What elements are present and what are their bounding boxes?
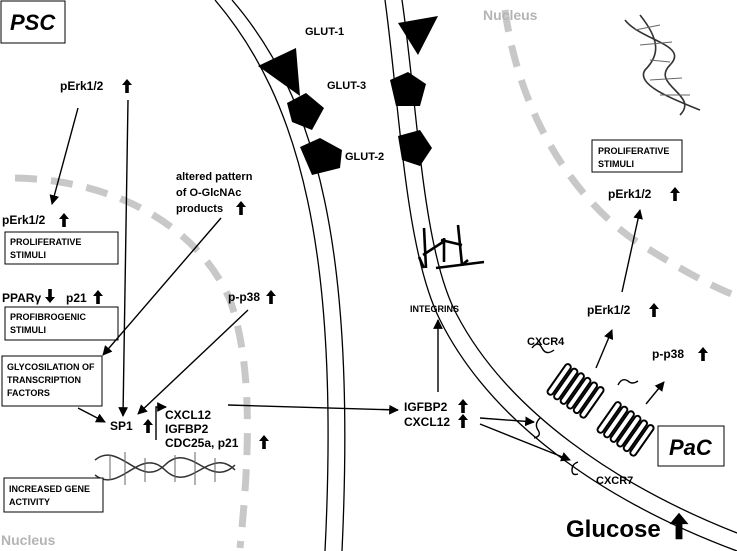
sp1-transcription-arrow (155, 402, 167, 440)
psc-label: PSC (10, 10, 56, 35)
pac-membrane (384, 0, 737, 551)
glcnac-line3: products (176, 203, 223, 215)
up-arrow-icon (458, 399, 468, 413)
pac-nucleus-label: Nucleus (483, 7, 538, 23)
pac-glut2-transporter-icon (398, 130, 432, 166)
pac-cxcl12: CXCL12 (404, 415, 450, 429)
up-arrow-icon (143, 419, 153, 433)
psc-glyco-box (1, 355, 103, 407)
cxcr7-n-terminus (617, 378, 639, 386)
pac-prolif-box (591, 139, 683, 173)
glut3-label: GLUT-3 (327, 80, 366, 92)
up-arrow-icon (649, 303, 659, 317)
up-arrow-icon (259, 435, 269, 449)
psc-glyco-line1: GLYCOSILATION OF (7, 362, 95, 372)
integrin-icon (417, 224, 485, 270)
glut1-transporter-icon (258, 48, 300, 96)
cxcr4-n-terminus (531, 343, 555, 354)
arrow-glyco-to-sp1 (77, 407, 106, 423)
glut2-label: GLUT-2 (345, 151, 384, 163)
cxcr4-c-terminus (533, 417, 541, 439)
psc-profib-box (4, 306, 119, 341)
psc-perk-nuc: pErk1/2 (2, 213, 46, 227)
psc-perk-top: pErk1/2 (60, 79, 104, 93)
up-arrow-icon (122, 79, 132, 93)
psc-label-box (0, 0, 66, 44)
psc-gene-line2: ACTIVITY (9, 497, 50, 507)
down-arrow-icon (45, 289, 55, 303)
psc-gene-box (3, 477, 104, 513)
glucose-label: Glucose (566, 516, 661, 543)
glucose-up-arrow-icon (669, 512, 689, 540)
up-arrow-icon (236, 201, 246, 215)
arrow-perk-to-nuclear-perk (49, 107, 79, 205)
sp1-label: SP1 (110, 419, 133, 433)
pac-nucleus-envelope (501, 9, 737, 300)
psc-nucleus-label: Nucleus (1, 532, 56, 548)
psc-membrane (214, 0, 346, 551)
cxcr7-receptor-icon (595, 399, 656, 458)
up-arrow-icon (698, 347, 708, 361)
pac-glut3-transporter-icon (390, 72, 426, 106)
pac-igfbp2: IGFBP2 (404, 400, 448, 414)
psc-gene-line1: INCREASED GENE (9, 484, 90, 494)
up-arrow-icon (266, 290, 276, 304)
arrow-glcnac-to-glyco (102, 217, 222, 356)
glcnac-line1: altered pattern (176, 171, 253, 183)
pac-pp38: p-p38 (652, 347, 684, 361)
target-cdc25a: CDC25a, p21 (165, 436, 239, 450)
glut1-label: GLUT-1 (305, 26, 344, 38)
arrow-perk-to-sp1 (118, 99, 129, 417)
pac-perk-top: pErk1/2 (608, 187, 652, 201)
cxcr4-label: CXCR4 (527, 336, 565, 348)
cxcr7-c-terminus (571, 461, 579, 476)
arrow-perk-to-nuclear-perk (621, 209, 643, 293)
psc-glyco-line2: TRANSCRIPTION (7, 375, 81, 385)
psc-glyco-line3: FACTORS (7, 388, 50, 398)
pac-prolif-line2: STIMULI (598, 159, 634, 169)
pac-prolif-line1: PROLIFERATIVE (598, 146, 669, 156)
cxcr4-receptor-icon (545, 361, 606, 420)
psc-pp38: p-p38 (228, 290, 260, 304)
arrow-cxcl12-to-cxcr7 (479, 423, 571, 462)
target-cxcl12: CXCL12 (165, 408, 211, 422)
glut3-transporter-icon (287, 93, 324, 130)
psc-prolif-line1: PROLIFERATIVE (10, 237, 81, 247)
psc-dna-helix-icon (94, 452, 236, 485)
arrow-pp38-to-sp1 (137, 309, 249, 415)
cxcr7-label: CXCR7 (596, 475, 633, 487)
glcnac-line2: of O-GlcNAc (176, 187, 241, 199)
arrow-cxcr4-to-perk (595, 329, 614, 369)
arrow-psc-secretion (227, 404, 399, 415)
psc-prolif-line2: STIMULI (10, 250, 46, 260)
psc-p21-label: p21 (66, 291, 87, 305)
psc-nucleus-envelope (14, 174, 251, 549)
up-arrow-icon (93, 290, 103, 304)
arrow-cxcr7-to-pp38 (645, 381, 665, 405)
psc-profib-line1: PROFIBROGENIC (10, 312, 87, 322)
ppar-label: PPARγ (2, 291, 41, 305)
up-arrow-icon (670, 187, 680, 201)
pac-perk-mid: pErk1/2 (587, 303, 631, 317)
psc-prolif-box (4, 231, 119, 265)
target-igfbp2: IGFBP2 (165, 422, 209, 436)
integrins-label: INTEGRINS (410, 304, 459, 314)
psc-profib-line2: STIMULI (10, 325, 46, 335)
up-arrow-icon (458, 414, 468, 428)
pac-label-box (657, 425, 725, 467)
pac-label: PaC (669, 435, 713, 460)
up-arrow-icon (59, 213, 69, 227)
pac-dna-helix-icon (624, 14, 701, 116)
glut2-transporter-icon (300, 138, 342, 175)
arrow-cxcl12-to-cxcr4 (479, 416, 535, 427)
pac-glut1-transporter-icon (398, 16, 438, 55)
